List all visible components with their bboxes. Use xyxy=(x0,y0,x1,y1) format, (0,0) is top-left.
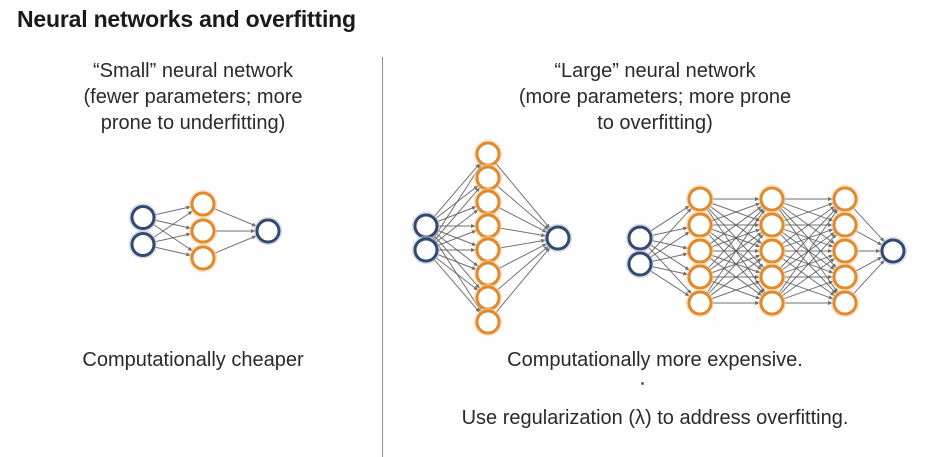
network-edge xyxy=(435,257,479,291)
network-edge xyxy=(778,208,839,294)
input-node xyxy=(413,237,439,263)
network-edge xyxy=(783,202,834,222)
small-network-caption: “Small” neural network (fewer parameters… xyxy=(83,60,303,134)
network-edges xyxy=(153,205,257,257)
network-edge xyxy=(214,235,257,254)
hidden-node xyxy=(832,290,858,316)
network-edge xyxy=(155,246,192,257)
network-edge xyxy=(706,208,766,294)
network-edge xyxy=(650,270,690,297)
hidden-node xyxy=(759,186,785,212)
network-edge xyxy=(433,259,481,313)
hidden-node xyxy=(475,309,501,335)
hidden-node xyxy=(759,212,785,238)
hidden-node xyxy=(190,218,216,244)
network-edge xyxy=(437,254,477,270)
network-edge xyxy=(708,233,764,295)
network-edge xyxy=(780,233,837,295)
hidden-node xyxy=(687,290,713,316)
hidden-node xyxy=(832,264,858,290)
network-edge xyxy=(498,207,548,233)
hidden-node xyxy=(759,290,785,316)
output-node xyxy=(545,225,571,251)
network-edge xyxy=(855,256,883,272)
network-edge xyxy=(155,205,192,216)
hidden-node xyxy=(475,141,501,167)
hidden-node xyxy=(687,238,713,264)
hidden-node xyxy=(687,186,713,212)
hidden-node xyxy=(475,285,501,311)
hidden-node xyxy=(190,191,216,217)
network-edge xyxy=(711,202,761,222)
network-edge xyxy=(708,207,764,269)
hidden-node xyxy=(687,264,713,290)
small-network-footer: Computationally cheaper xyxy=(82,349,304,371)
network-edge xyxy=(433,187,481,241)
network-edge xyxy=(709,257,763,297)
hidden-node xyxy=(190,245,216,271)
network-edge xyxy=(781,257,836,297)
network-edge xyxy=(497,245,549,291)
network-edge xyxy=(495,247,551,313)
network-edge xyxy=(652,266,689,276)
hidden-node xyxy=(832,238,858,264)
hidden-node xyxy=(832,186,858,212)
input-node xyxy=(627,251,653,277)
large-network-footer-line2: Use regularization (λ) to address overfi… xyxy=(461,407,849,429)
network-edge xyxy=(433,163,481,217)
hidden-node xyxy=(475,189,501,215)
hidden-node xyxy=(475,165,501,191)
network-edge xyxy=(435,209,479,243)
network-edge xyxy=(437,230,477,246)
output-node xyxy=(880,238,906,264)
input-node xyxy=(130,232,156,257)
panel-divider xyxy=(382,57,383,457)
hidden-node xyxy=(759,264,785,290)
network-edge xyxy=(783,280,834,300)
network-edge xyxy=(855,230,883,246)
hidden-node xyxy=(687,212,713,238)
small-network-diagram xyxy=(128,189,283,273)
network-nodes xyxy=(411,139,573,337)
network-nodes xyxy=(128,189,283,273)
network-edge xyxy=(781,205,836,245)
network-edge xyxy=(495,163,551,229)
network-edge xyxy=(432,164,482,240)
network-edge xyxy=(780,207,837,269)
network-edge xyxy=(500,238,547,249)
network-edge xyxy=(155,232,192,243)
network-edges xyxy=(648,197,885,305)
input-node xyxy=(627,225,653,251)
hidden-node xyxy=(475,237,501,263)
network-edge xyxy=(709,205,763,245)
input-node xyxy=(413,213,439,239)
hidden-node xyxy=(832,212,858,238)
network-edge xyxy=(498,243,548,269)
network-edge xyxy=(853,259,885,295)
network-edge xyxy=(500,227,547,238)
network-edge xyxy=(711,280,761,300)
hidden-node xyxy=(759,238,785,264)
network-edge xyxy=(153,210,194,238)
network-edge xyxy=(652,252,689,262)
hidden-node xyxy=(475,261,501,287)
network-edge xyxy=(214,208,257,227)
large-deep-network-diagram xyxy=(625,184,908,318)
network-edge xyxy=(648,207,692,256)
output-node xyxy=(255,218,281,244)
network-edges xyxy=(432,163,551,313)
network-edge xyxy=(853,207,885,243)
large-network-footer-line1: Computationally more expensive. xyxy=(507,349,803,371)
large-network-caption: “Large” neural network (more parameters;… xyxy=(518,60,792,134)
network-nodes xyxy=(625,184,908,318)
network-edge xyxy=(497,185,549,231)
cursor-dot-marker xyxy=(641,382,644,385)
large-shallow-network-diagram xyxy=(411,139,573,337)
network-edge xyxy=(650,205,690,232)
input-node xyxy=(130,205,156,230)
hidden-node xyxy=(475,213,501,239)
network-edge xyxy=(650,231,690,258)
page-title: Neural networks and overfitting xyxy=(17,6,356,32)
